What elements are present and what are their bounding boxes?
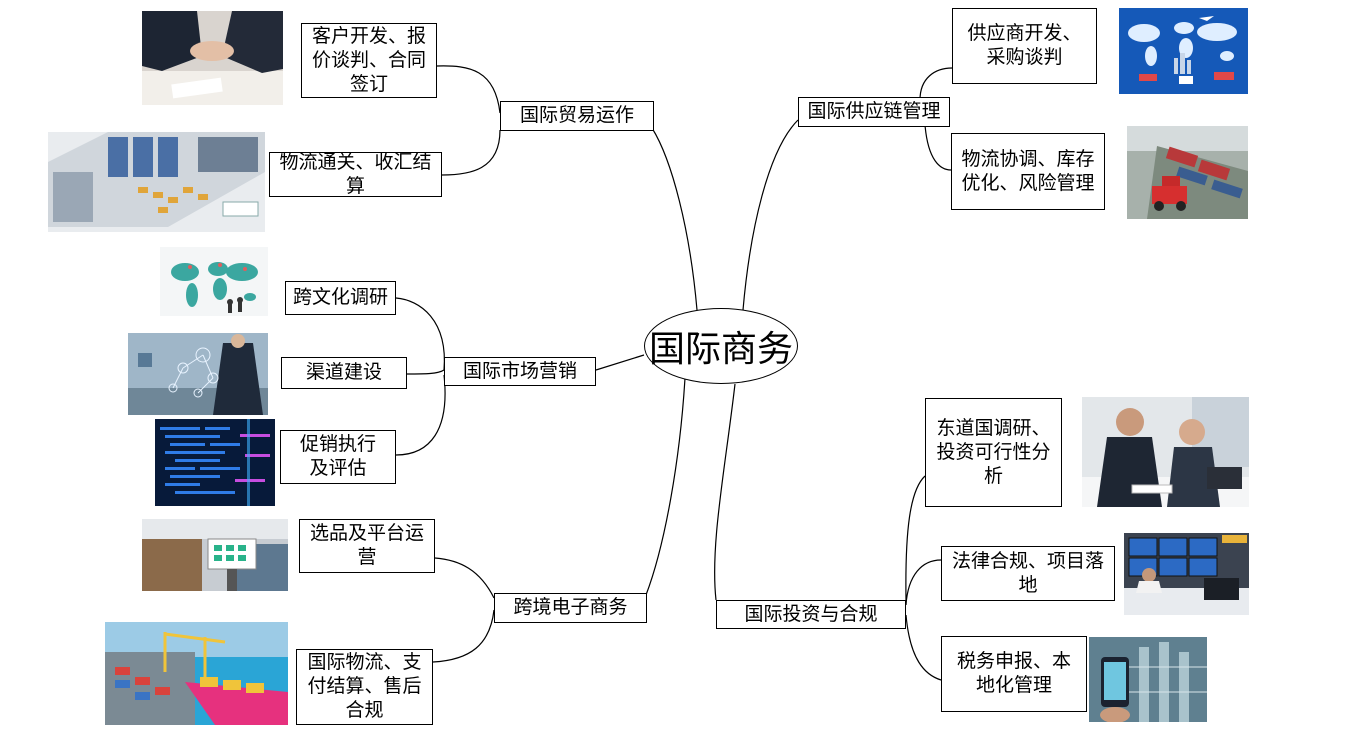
- center-node: 国际商务: [644, 308, 798, 384]
- branch-ecommerce: 跨境电子商务: [494, 593, 647, 623]
- connector-investment: [714, 383, 736, 601]
- connector-supply-2: [924, 124, 952, 171]
- handshake-photo: [142, 11, 283, 105]
- code-screen-photo: [155, 419, 275, 506]
- connector-trade: [651, 127, 698, 311]
- warehouse-photo: [48, 132, 265, 232]
- connector-trade-2: [441, 129, 501, 176]
- connector-marketing-1: [395, 297, 445, 371]
- leaf-investment-research: 东道国调研、 投资可行性分 析: [925, 398, 1062, 507]
- leaf-trade-customer-development: 客户开发、报 价谈判、合同 签订: [301, 23, 437, 98]
- factory-production-photo: [142, 519, 288, 591]
- leaf-ecommerce-logistics-payment: 国际物流、支 付结算、售后 合规: [296, 649, 433, 725]
- connector-investment-2: [905, 559, 942, 606]
- connector-ecommerce-2: [432, 609, 495, 663]
- connector-ecommerce: [645, 377, 686, 596]
- leaf-marketing-research: 跨文化调研: [285, 281, 396, 315]
- connector-investment-1: [905, 475, 926, 601]
- connector-investment-3: [905, 614, 942, 681]
- crm-network-photo: [128, 333, 268, 415]
- leaf-marketing-channel: 渠道建设: [281, 357, 407, 389]
- world-map-network-photo: [160, 247, 268, 316]
- leaf-trade-logistics-settlement: 物流通关、收汇结 算: [269, 152, 442, 197]
- container-port-photo: [105, 622, 288, 725]
- connector-marketing: [595, 354, 645, 371]
- global-logistics-photo: [1119, 8, 1248, 94]
- connector-supply-1: [919, 67, 953, 101]
- leaf-ecommerce-product-selection: 选品及平台运 营: [299, 519, 435, 573]
- connector-marketing-2: [406, 369, 445, 375]
- connector-marketing-3: [395, 374, 446, 456]
- leaf-investment-legal: 法律合规、项目落 地: [941, 546, 1115, 601]
- smart-factory-phone-photo: [1089, 637, 1207, 722]
- connector-trade-1: [436, 65, 501, 114]
- leaf-marketing-promotion: 促销执行 及评估: [280, 430, 396, 484]
- branch-international-trade: 国际贸易运作: [500, 101, 654, 131]
- branch-marketing: 国际市场营销: [444, 357, 596, 386]
- business-meeting-photo: [1082, 397, 1249, 507]
- connector-supply: [742, 119, 799, 311]
- branch-supply-chain: 国际供应链管理: [798, 97, 950, 127]
- connector-ecommerce-1: [434, 557, 495, 599]
- control-room-photo: [1124, 533, 1249, 615]
- leaf-investment-tax: 税务申报、本 地化管理: [941, 636, 1087, 712]
- branch-investment: 国际投资与合规: [716, 600, 906, 629]
- leaf-supply-logistics-inventory: 物流协调、库存 优化、风险管理: [951, 133, 1105, 210]
- leaf-supply-supplier-development: 供应商开发、 采购谈判: [952, 8, 1097, 84]
- rail-freight-photo: [1127, 126, 1248, 219]
